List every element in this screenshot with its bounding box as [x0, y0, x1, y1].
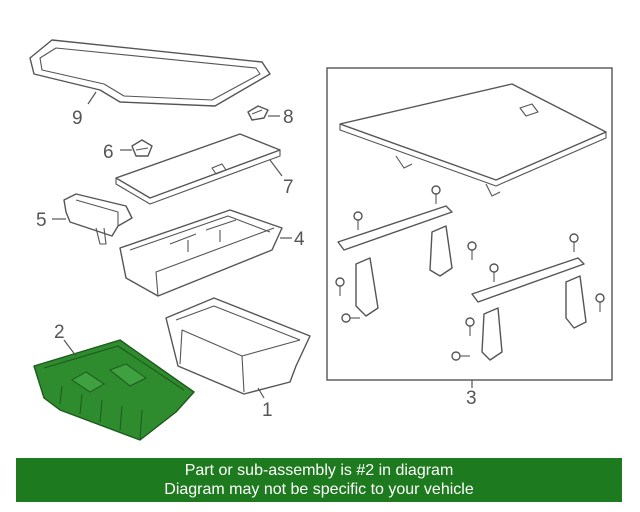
- part-8-clip[interactable]: [247, 105, 269, 121]
- callout-9-leader: [87, 91, 97, 105]
- callout-2-leader: [63, 339, 77, 357]
- callout-7-leader: [269, 159, 283, 177]
- part-2-storage-bin-highlighted[interactable]: [33, 339, 195, 441]
- part-5-bracket[interactable]: [63, 193, 133, 245]
- callout-4[interactable]: 4: [294, 229, 305, 250]
- info-banner: Part or sub-assembly is #2 in diagram Di…: [16, 458, 622, 502]
- banner-line-1: Part or sub-assembly is #2 in diagram: [184, 462, 454, 479]
- part-9-floor-mat[interactable]: [29, 39, 271, 107]
- callout-9[interactable]: 9: [72, 108, 83, 129]
- banner-line-2: Diagram may not be specific to your vehi…: [164, 481, 474, 498]
- part-6-clip[interactable]: [131, 139, 153, 157]
- callout-7[interactable]: 7: [283, 177, 294, 198]
- part-1-storage-tub[interactable]: [165, 297, 311, 395]
- callout-6[interactable]: 6: [103, 142, 114, 163]
- callout-5[interactable]: 5: [36, 210, 47, 231]
- part-4-organizer-tray[interactable]: [119, 209, 283, 297]
- callout-1[interactable]: 1: [262, 400, 273, 421]
- part-3-assembly[interactable]: [326, 67, 613, 381]
- callout-1-leader: [257, 387, 265, 399]
- callout-2[interactable]: 2: [54, 322, 65, 343]
- callout-3[interactable]: 3: [466, 388, 477, 409]
- part-7-cover-panel[interactable]: [115, 133, 281, 205]
- callout-8[interactable]: 8: [283, 107, 294, 128]
